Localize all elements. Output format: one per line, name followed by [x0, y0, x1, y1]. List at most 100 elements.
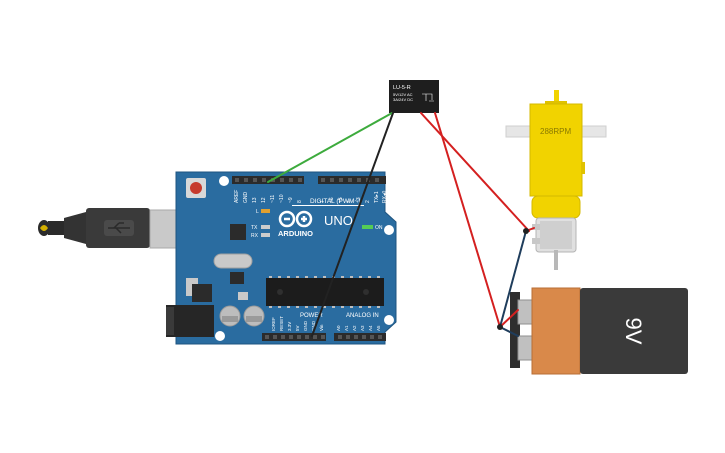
- pin-label-3: ~3: [356, 197, 362, 203]
- arduino-logo-icon: [278, 210, 313, 228]
- pin-label-0: RX◂0: [382, 191, 388, 203]
- pin-label-a3: A3: [360, 325, 365, 331]
- relay-line2: 3A/24V DC: [393, 97, 413, 102]
- pin-label-13: 13: [252, 197, 258, 203]
- pin-label-8: 8: [297, 200, 303, 203]
- usb-symbol-icon: [108, 222, 130, 234]
- relay-module[interactable]: LU-5-R 5V/12V AC 3A/24V DC: [389, 80, 439, 113]
- bottom-pin-labels: IOREF RESET 3.3V 5V GND GND Vin A0 A1 A2…: [271, 316, 381, 331]
- mounting-hole: [384, 225, 394, 235]
- wire-navy-motor-to-battery[interactable]: [499, 230, 527, 328]
- wires[interactable]: [267, 112, 535, 337]
- crystal-oscillator: [213, 253, 253, 269]
- wire-red-relay-to-battery[interactable]: [434, 112, 501, 328]
- pin-label-7: 7: [320, 200, 326, 203]
- led-tx-label: TX: [251, 225, 258, 231]
- arduino-brand: ARDUINO: [278, 229, 313, 238]
- led-on-label: ON: [375, 225, 383, 231]
- top-pin-labels: AREF GND 13 12 ~11 ~10 ~9 8 7 ~6 ~5 4 ~3…: [234, 190, 388, 203]
- small-component: [238, 292, 248, 300]
- arduino-model: UNO: [324, 213, 353, 228]
- mounting-hole: [215, 331, 225, 341]
- digital-underline: [292, 205, 364, 206]
- motor-top-cap: [545, 101, 567, 105]
- digital-label: DIGITAL (PWM~): [310, 198, 360, 205]
- power-header: [262, 333, 326, 341]
- pin-label-6: ~6: [329, 197, 335, 203]
- wire-red-battery-lead[interactable]: [499, 309, 519, 328]
- pin-label-a4: A4: [368, 325, 373, 331]
- motor-terminal: [532, 238, 540, 244]
- pin-label-vin: Vin: [319, 324, 324, 331]
- relay-body: [389, 80, 439, 113]
- dc-gear-motor[interactable]: 288RPM: [505, 90, 607, 270]
- pin-label-9: ~9: [288, 197, 294, 203]
- led-l-label: L: [256, 209, 259, 215]
- pin-label-gnd: GND: [243, 192, 249, 204]
- regulator-body: [192, 284, 212, 302]
- motor-top-shaft: [554, 90, 559, 102]
- pin-label-aref: AREF: [234, 190, 240, 203]
- pin-label-a2: A2: [352, 325, 357, 331]
- led-on: [362, 225, 373, 229]
- pin-label-a1: A1: [344, 325, 349, 331]
- led-rx: [261, 233, 270, 237]
- pin-label-11: ~11: [270, 195, 276, 203]
- motor-rear-shaft: [554, 250, 558, 270]
- battery-body: [580, 288, 688, 374]
- pin-label-a5: A5: [376, 325, 381, 331]
- capacitor-band: [246, 316, 262, 322]
- pin-label-gnd2: GND: [311, 320, 316, 331]
- power-label: POWER: [300, 313, 323, 319]
- pin-label-2: 2: [365, 200, 371, 203]
- wire-green-relay-to-pin[interactable]: [267, 112, 393, 183]
- pin-label-5v: 5V: [295, 325, 300, 331]
- pin-label-12: 12: [261, 197, 267, 203]
- wire-junction: [497, 324, 503, 330]
- pin-label-a0: A0: [336, 325, 341, 331]
- relay-switch-icon: [422, 93, 434, 102]
- wire-red-relay-to-motor[interactable]: [420, 112, 530, 232]
- pin-label-ioref: IOREF: [271, 317, 276, 331]
- pin-label-4: 4: [347, 200, 353, 203]
- motor-terminal: [532, 224, 540, 230]
- usb-strain-relief: [48, 221, 64, 235]
- led-rx-label: RX: [251, 233, 259, 239]
- led-l: [261, 209, 270, 213]
- motor-can-inner: [540, 221, 572, 249]
- battery-terminal-negative: [517, 335, 533, 361]
- battery-label: 9V: [621, 318, 646, 345]
- battery-terminal-positive: [517, 299, 533, 325]
- pin-label-5: ~5: [338, 197, 344, 203]
- usb-cable-tip: [40, 225, 48, 231]
- chip-dot: [363, 289, 369, 295]
- battery-orange-band: [531, 287, 581, 375]
- pin-label-1: TX▸1: [374, 191, 380, 203]
- relay-line1: 5V/12V AC: [393, 92, 413, 97]
- pin-label-reset: RESET: [279, 316, 284, 331]
- analog-header: [334, 333, 386, 341]
- small-chip: [230, 272, 244, 284]
- reset-button-cap[interactable]: [190, 182, 202, 194]
- pin-label-10: ~10: [279, 194, 285, 203]
- battery-clip: [510, 292, 520, 368]
- bottom-header-pins: [265, 335, 382, 339]
- dc-jack-edge: [166, 307, 174, 335]
- usb-boot: [64, 212, 86, 244]
- analog-label: ANALOG IN: [346, 313, 379, 319]
- wire-black-relay-to-gnd[interactable]: [311, 112, 394, 337]
- motor-gearbox-base: [531, 195, 581, 219]
- motor-label: 288RPM: [540, 127, 571, 136]
- battery-9v[interactable]: 9V: [510, 287, 688, 375]
- pin-label-gnd1: GND: [303, 320, 308, 331]
- arduino-uno-board[interactable]: AREF GND 13 12 ~11 ~10 ~9 8 7 ~6 ~5 4 ~3…: [166, 171, 397, 345]
- pin-label-3v3: 3.3V: [287, 322, 292, 331]
- wire-navy-battery-lead[interactable]: [499, 326, 519, 337]
- digital-header-left: [232, 176, 304, 184]
- led-tx: [261, 225, 270, 229]
- mounting-hole: [219, 176, 229, 186]
- usb-chip: [230, 224, 246, 240]
- chip-dot: [277, 289, 283, 295]
- motor-clip: [581, 162, 585, 174]
